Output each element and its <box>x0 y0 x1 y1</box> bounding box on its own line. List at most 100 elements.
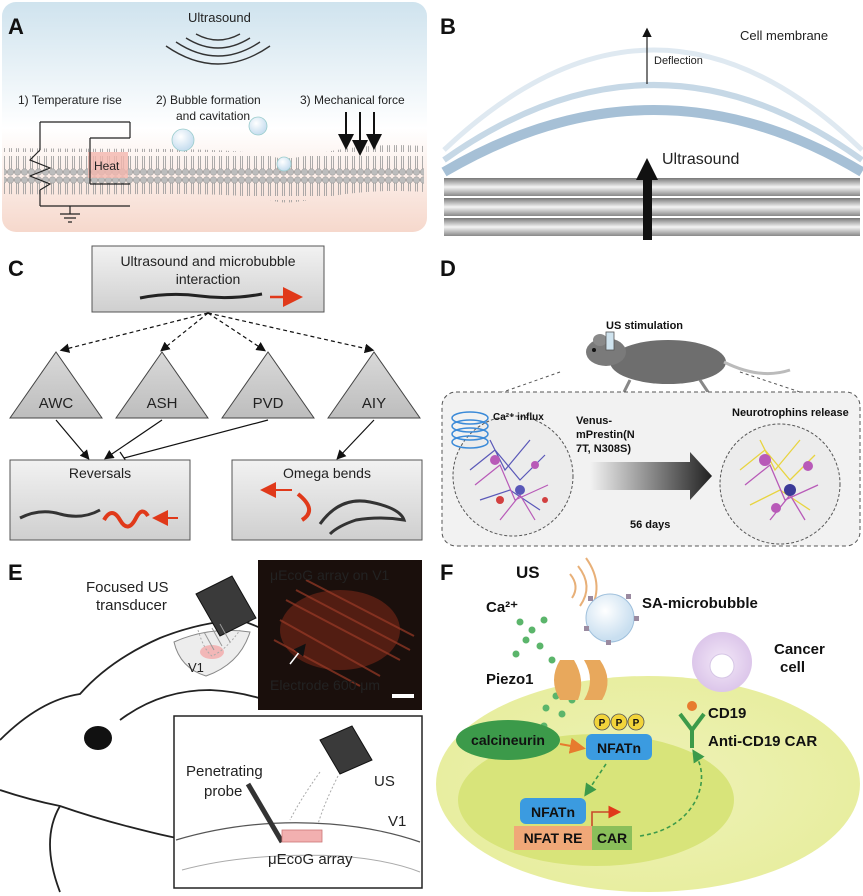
nfatn-box <box>586 734 652 760</box>
ecog-array-icon <box>281 829 323 843</box>
neurons-after-icon <box>739 439 819 521</box>
step1-label: 1) Temperature rise <box>18 93 122 107</box>
v1-label: V1 <box>188 660 204 675</box>
calcineurin-arrow <box>559 737 586 754</box>
ecog-array-title: μEcoG array on V1 <box>270 567 390 583</box>
sa-microbubble-icon <box>585 593 635 643</box>
cell-membrane-label: Cell membrane <box>740 28 828 43</box>
cancer-label-line1: Cancer <box>774 641 825 658</box>
calcineurin-label: calcineurin <box>471 732 545 748</box>
translocation-arrow <box>584 763 607 797</box>
omega-worm-icon <box>318 499 407 536</box>
panel-f: F US Ca²⁺ SA-microbubble Piezo1 <box>436 557 860 892</box>
transducer-label-line2: transducer <box>96 597 167 614</box>
days-label: 56 days <box>630 519 670 531</box>
us-transducer-icon <box>195 575 257 657</box>
heat-region <box>88 152 128 178</box>
inset-array-label: μEcoG array <box>268 851 353 868</box>
probe-label-line1: Penetrating <box>186 763 263 780</box>
bubble-small <box>248 116 268 136</box>
reversal-worm-icon <box>19 508 101 520</box>
worm-icon <box>139 292 263 300</box>
panel-c: C Ultrasound and microbubble interaction… <box>8 245 423 541</box>
cancer-nucleus <box>709 653 735 679</box>
panel-a-label: A <box>8 14 24 39</box>
interaction-title-line2: interaction <box>176 271 241 287</box>
transducer-label-line1: Focused US <box>86 579 169 596</box>
panel-f-label: F <box>440 560 453 585</box>
eye-icon <box>84 726 112 750</box>
probe-label-line2: probe <box>204 783 242 800</box>
panel-b: B Cell membrane Deflection Ultrasound <box>440 14 863 240</box>
brain-depth-line <box>181 854 421 873</box>
venus-line1: Venus- <box>576 415 612 427</box>
ca-influx-label: Ca²⁺ influx <box>493 412 544 423</box>
penetrating-probe-icon <box>245 782 285 844</box>
scale-bar <box>392 694 414 698</box>
bubble-ligands <box>584 594 639 645</box>
phosphate-3: P <box>633 718 640 729</box>
neuron-connectors <box>55 419 375 465</box>
inset-us-label: US <box>374 773 395 790</box>
omega-box <box>231 459 423 541</box>
calcineurin-icon <box>456 720 560 760</box>
electrode-arrow <box>289 643 306 665</box>
panel-b-label: B <box>440 14 456 39</box>
reversals-box <box>9 459 191 541</box>
us-stimulation-label: US stimulation <box>606 320 683 332</box>
neuron-dish-after <box>719 423 841 545</box>
inset-box <box>173 715 423 889</box>
phosphate-icons <box>593 713 645 731</box>
neuron-awc-label: AWC <box>39 395 74 412</box>
panel-d-label: D <box>440 256 456 281</box>
mouse-icon <box>586 334 791 393</box>
force-arrows-icon <box>338 112 382 156</box>
neuron-ash-label: ASH <box>147 395 178 412</box>
heat-label: Heat <box>94 159 120 173</box>
ultrasound-waves-icon <box>165 33 271 65</box>
brain-surface-line <box>175 822 421 843</box>
cd19-label: CD19 <box>708 705 746 722</box>
car-receptor-icon <box>678 701 706 748</box>
ultrasound-label: Ultrasound <box>188 10 251 25</box>
neuron-ash-shape <box>115 351 209 419</box>
ca-label-f: Ca²⁺ <box>486 599 518 616</box>
bubble-large <box>171 128 195 152</box>
car-label: Anti-CD19 CAR <box>708 733 817 750</box>
piezo1-channel-icon <box>554 660 608 700</box>
step3-label: 3) Mechanical force <box>300 93 405 107</box>
neuron-awc-shape <box>9 351 103 419</box>
time-arrow <box>590 452 712 500</box>
deflection-label: Deflection <box>654 55 703 67</box>
panel-e-label: E <box>8 560 23 585</box>
neuron-pvd-shape <box>221 351 315 419</box>
panel-a: A Ultrasound 1) Temperature rise 2) Bubb… <box>2 2 427 232</box>
reversals-label: Reversals <box>69 465 131 481</box>
membrane-arcs <box>441 47 863 177</box>
us-label-f: US <box>516 563 540 582</box>
nfatn-nuclear-box <box>520 798 586 824</box>
venus-line2: mPrestin(N <box>576 429 635 441</box>
inset-v1-label: V1 <box>388 813 406 830</box>
venus-line3: 7T, N308S) <box>576 443 631 455</box>
microbubble-label: SA-microbubble <box>642 595 758 612</box>
omega-label: Omega bends <box>283 465 371 481</box>
inset-transducer-icon <box>289 725 373 825</box>
neuron-triangles <box>9 351 421 419</box>
panel-d: D US stimulation Ca²⁺ i <box>440 256 861 547</box>
ca-coil-icon <box>451 411 489 449</box>
nfat-re-label: NFAT RE <box>524 830 583 846</box>
ultrasound-arrow-icon <box>636 158 658 240</box>
ecog-glow <box>273 579 415 687</box>
car-gene-box <box>592 826 632 850</box>
ultrasound-label-b: Ultrasound <box>662 151 739 168</box>
nfatn-label: NFATn <box>597 740 641 756</box>
circuit-icon <box>28 121 131 223</box>
bubble-tiny <box>276 156 292 172</box>
nfat-re-box <box>514 826 592 850</box>
dashed-connectors <box>59 312 375 354</box>
piezo1-label: Piezo1 <box>486 671 534 688</box>
transcription-arrow <box>591 805 622 826</box>
electrode-label: Electrode 600 μm <box>270 677 380 693</box>
